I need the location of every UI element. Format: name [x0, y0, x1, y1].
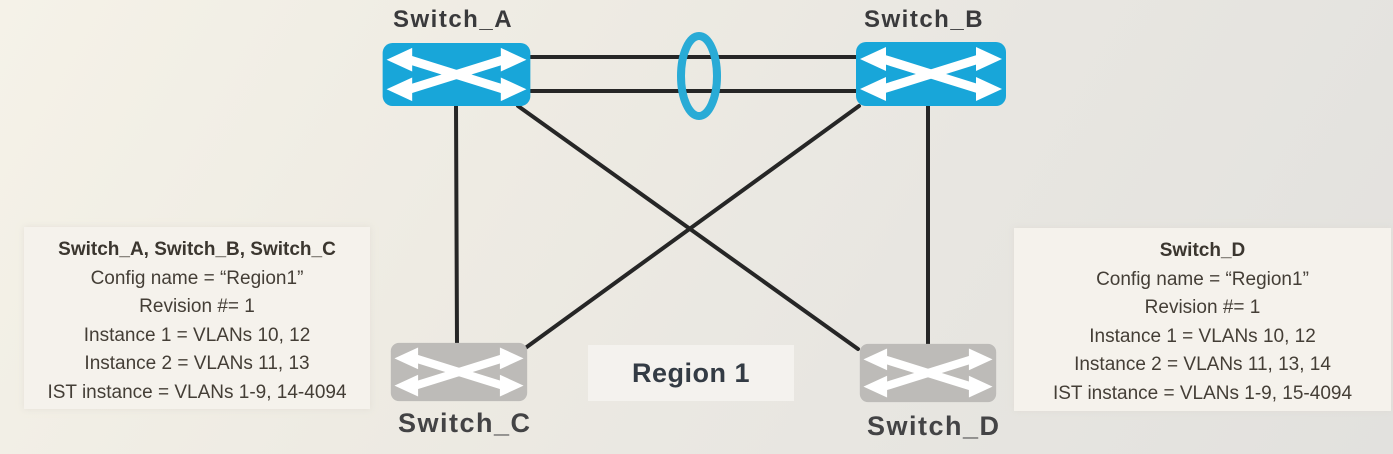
config-line: Config name = “Region1”: [90, 267, 304, 289]
switch-a-label: Switch_A: [393, 6, 514, 33]
config-box-d: Switch_D Config name = “Region1” Revisio…: [1014, 228, 1391, 411]
region-label: Region 1: [588, 345, 794, 401]
link-aggregation-ring-icon: [677, 32, 721, 120]
link-a-d: [516, 104, 860, 351]
switch-b-label: Switch_B: [864, 6, 985, 33]
config-line: Revision #= 1: [139, 296, 255, 317]
switch-d-label: Switch_D: [867, 411, 1001, 441]
config-line: Config name = “Region1”: [1096, 268, 1309, 290]
switch-a-icon: [382, 42, 531, 107]
switch-d-icon: [859, 343, 997, 403]
config-box-abc-title: Switch_A, Switch_B, Switch_C: [58, 239, 336, 260]
link-a-c: [454, 103, 459, 346]
link-b-c: [522, 104, 861, 351]
config-line: Instance 2 = VLANs 11, 13, 14: [1074, 354, 1331, 375]
config-box-abc: Switch_A, Switch_B, Switch_C Config name…: [24, 227, 370, 409]
switch-b-icon: [856, 42, 1006, 106]
config-line: IST instance = VLANs 1-9, 14-4094: [47, 381, 347, 403]
config-box-d-title: Switch_D: [1159, 240, 1246, 261]
config-line: Instance 1 = VLANs 10, 12: [83, 324, 311, 346]
config-line: Instance 2 = VLANs 11, 13: [84, 353, 310, 374]
config-line: Instance 1 = VLANs 10, 12: [1089, 325, 1316, 347]
config-line: Revision #= 1: [1144, 297, 1261, 318]
switch-c-label: Switch_C: [398, 408, 532, 438]
switch-c-icon: [390, 342, 528, 402]
config-line: IST instance = VLANs 1-9, 15-4094: [1052, 382, 1353, 404]
link-lines-group: [454, 55, 930, 351]
